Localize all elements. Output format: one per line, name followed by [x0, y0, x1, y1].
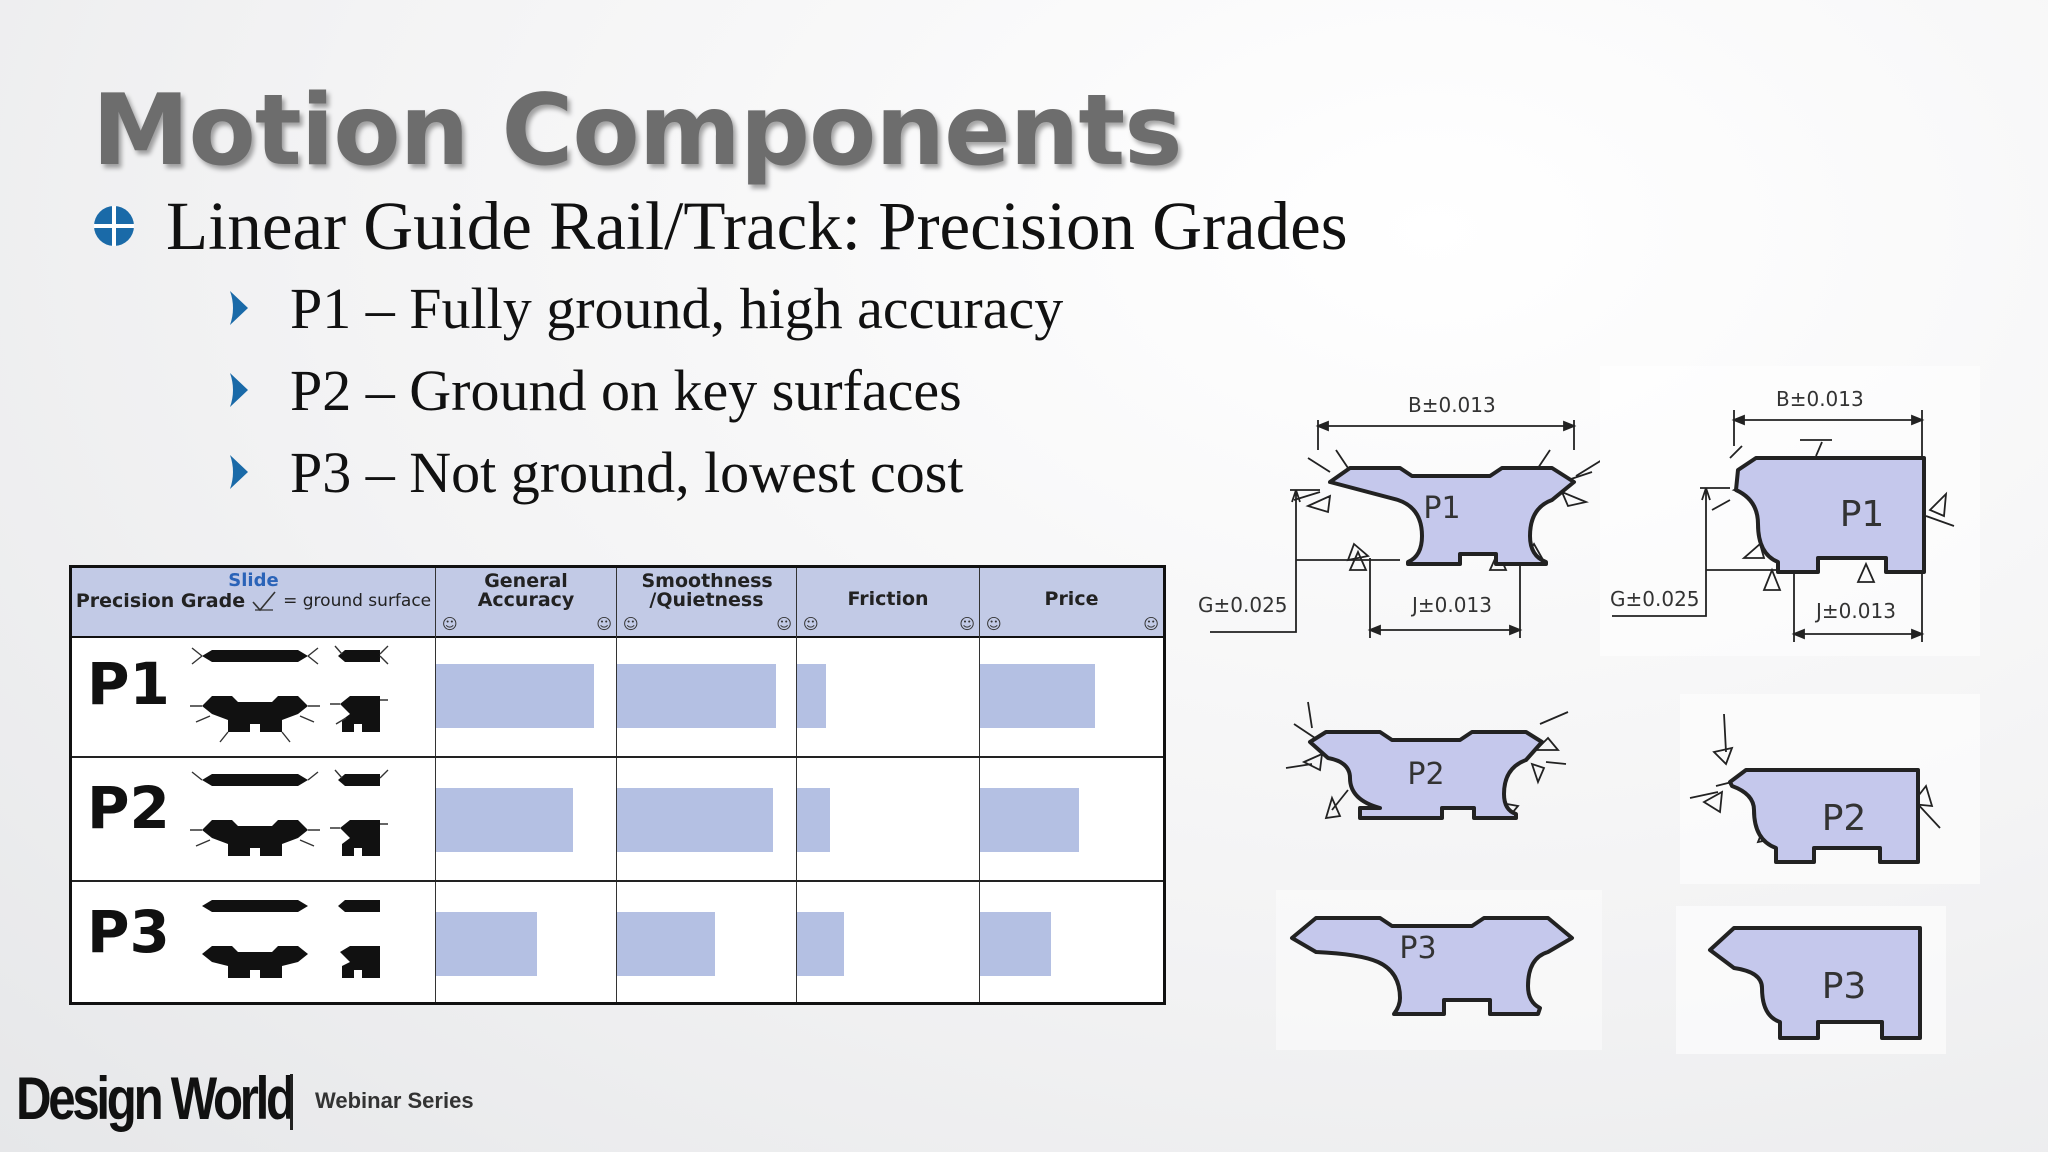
smiley-icon: ☺ [986, 615, 1002, 633]
header-smoothness: Smoothness /Quietness ☺ ☺ [616, 568, 796, 636]
grade-label-p1: P1 [87, 650, 170, 718]
table-header: Slide Precision Grade = ground surface G… [72, 568, 1163, 638]
grade-label-p2: P2 [87, 774, 170, 842]
p3-half-label: P3 [1822, 966, 1867, 1007]
header-precision-grade: Slide Precision Grade = ground surface [72, 568, 435, 636]
p1-full-g-dimension: G±0.025 [1198, 593, 1288, 617]
bullet-level1: Linear Guide Rail/Track: Precision Grade… [92, 186, 1348, 266]
bullet-level1-text: Linear Guide Rail/Track: Precision Grade… [166, 187, 1348, 264]
smiley-icon: ☺ [596, 615, 612, 633]
column-divider [979, 568, 980, 1002]
p2-mini-rail-profiles [190, 769, 389, 856]
smiley-icon: ☺ [1143, 615, 1159, 633]
bar-p1-general-accuracy [436, 664, 594, 728]
column-divider [435, 568, 436, 1002]
bar-p1-price [980, 664, 1095, 728]
header-general-accuracy: General Accuracy ☺ ☺ [435, 568, 616, 636]
p2-half-rail-diagram: P2 [1680, 694, 1980, 884]
p3-full-label: P3 [1399, 931, 1436, 966]
bar-p3-smoothness [617, 912, 715, 976]
header-slide-label: Slide [228, 570, 279, 591]
diamond-bullet-icon [230, 373, 248, 407]
header-smoothness-label: Smoothness /Quietness [641, 570, 773, 611]
header-ground-surface-label: = ground surface [283, 590, 432, 611]
bar-p1-friction [797, 664, 826, 728]
bullet-level2-text: P1 – Fully ground, high accuracy [290, 275, 1064, 341]
bar-p2-friction [797, 788, 830, 852]
p3-mini-rail-profiles [202, 900, 380, 978]
crosshair-bullet-icon [94, 206, 134, 246]
bullet-level2-1: P1 – Fully ground, high accuracy [228, 275, 1064, 341]
smiley-icon: ☺ [803, 615, 819, 633]
p1-half-j-dimension: J±0.013 [1814, 599, 1896, 623]
design-world-logo: Design World [16, 1065, 296, 1132]
bar-p3-general-accuracy [436, 912, 537, 976]
grade-label-p3: P3 [87, 898, 170, 966]
p3-half-rail-diagram: P3 [1676, 906, 1946, 1054]
bar-p3-price [980, 912, 1051, 976]
bullet-level2-2: P2 – Ground on key surfaces [228, 357, 962, 423]
smiley-icon: ☺ [959, 615, 975, 633]
bar-p2-smoothness [617, 788, 773, 852]
smiley-icon: ☺ [776, 615, 792, 633]
bar-p2-general-accuracy [436, 788, 573, 852]
p3-full-rail-diagram: P3 [1276, 890, 1602, 1050]
column-divider [616, 568, 617, 1002]
header-precision-grade-label: Precision Grade [75, 589, 246, 612]
diamond-bullet-icon [230, 291, 248, 325]
row-divider [72, 756, 1163, 758]
p1-full-b-dimension: B±0.013 [1408, 393, 1496, 417]
webinar-series-label: Webinar Series [315, 1088, 474, 1113]
p1-full-rail-profile [1328, 466, 1576, 566]
smiley-icon: ☺ [442, 615, 458, 633]
bar-p2-price [980, 788, 1079, 852]
row-divider [72, 880, 1163, 882]
header-friction-label: Friction [847, 588, 929, 610]
slide-title: Motion Components [92, 74, 1183, 188]
header-general-accuracy-label: General Accuracy [477, 570, 575, 611]
bullet-level2-text: P3 – Not ground, lowest cost [290, 439, 964, 505]
ground-surface-check-icon [252, 591, 276, 612]
p1-full-rail-diagram: P1 B±0.013 G±0.025 J±0.013 [1198, 393, 1600, 638]
p1-half-label: P1 [1840, 494, 1885, 535]
header-price: Price ☺ ☺ [979, 568, 1163, 636]
precision-grade-table: Slide Precision Grade = ground surface G… [69, 565, 1166, 1005]
smiley-icon: ☺ [623, 615, 639, 633]
header-friction: Friction ☺ ☺ [796, 568, 979, 636]
p1-half-b-dimension: B±0.013 [1776, 387, 1864, 411]
bullet-level2-3: P3 – Not ground, lowest cost [228, 439, 964, 505]
diamond-bullet-icon [230, 455, 248, 489]
p2-full-rail-diagram: P2 [1285, 701, 1569, 820]
p1-half-rail-diagram: P1 B±0.013 G±0.025 J±0.013 [1600, 366, 1980, 656]
bar-p3-friction [797, 912, 844, 976]
p2-half-label: P2 [1822, 798, 1867, 839]
p1-full-label: P1 [1423, 491, 1460, 526]
footer-divider [290, 1074, 293, 1130]
header-price-label: Price [1044, 588, 1099, 610]
p1-full-j-dimension: J±0.013 [1410, 593, 1492, 617]
bullet-level2-text: P2 – Ground on key surfaces [290, 357, 962, 423]
p2-full-label: P2 [1407, 757, 1444, 792]
bar-p1-smoothness [617, 664, 776, 728]
p1-mini-rail-profiles [190, 645, 389, 743]
p1-half-g-dimension: G±0.025 [1610, 587, 1700, 611]
column-divider [796, 568, 797, 1002]
